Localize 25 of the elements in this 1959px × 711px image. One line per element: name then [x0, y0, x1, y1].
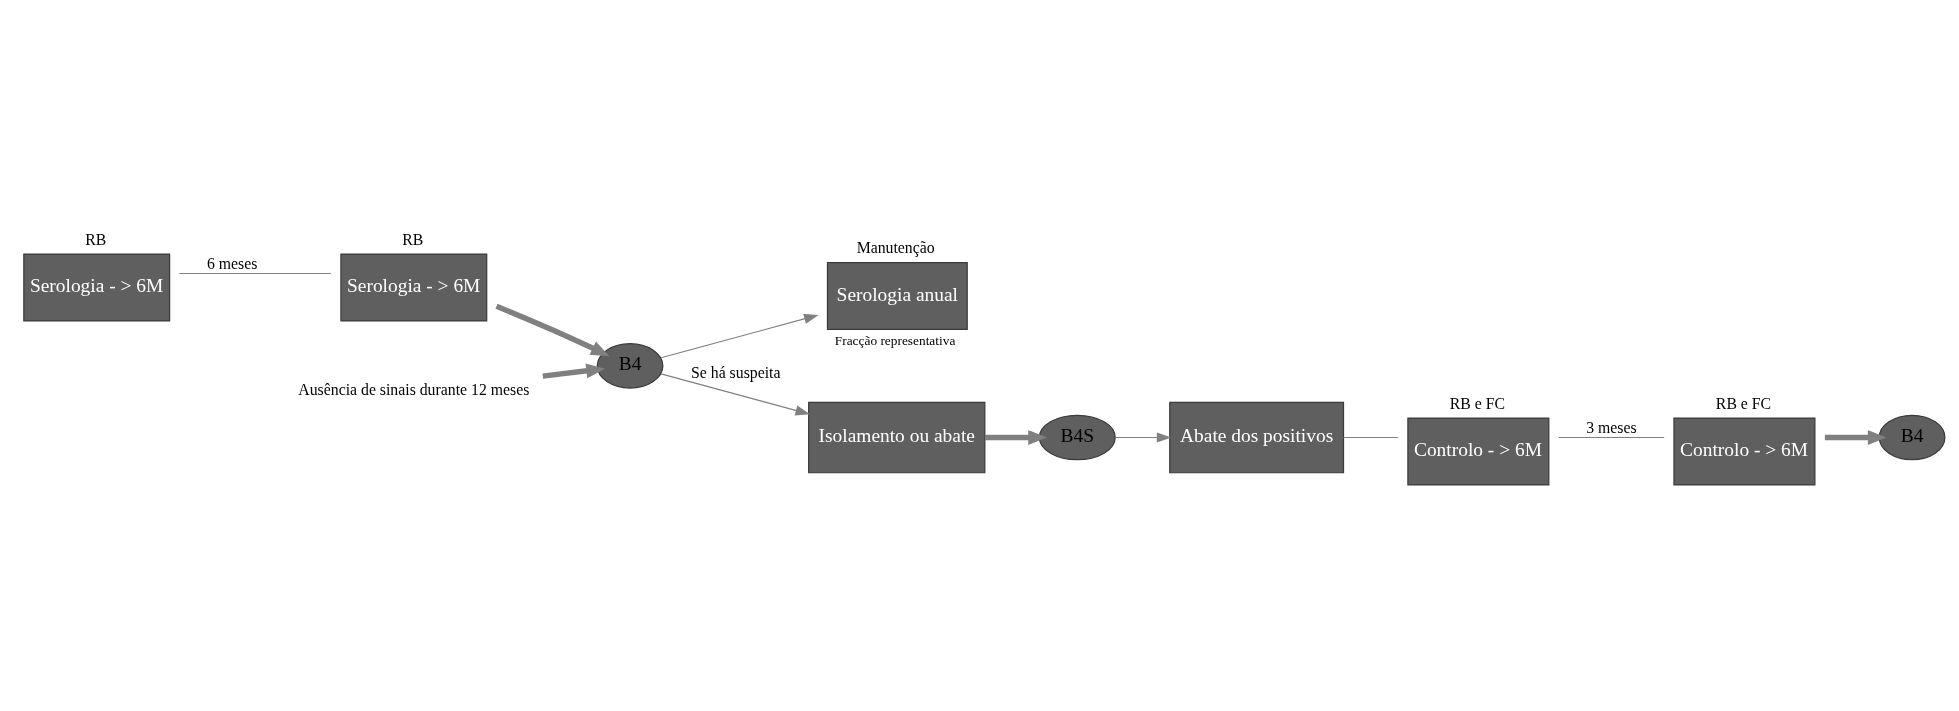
node-label: Manutenção — [856, 239, 935, 257]
node-label: RB e FC — [1715, 394, 1772, 412]
arrow — [495, 303, 610, 357]
node-label: Fracção representativa — [834, 332, 956, 348]
arrow — [542, 363, 605, 379]
arrow — [984, 430, 1047, 445]
connector — [1342, 436, 1399, 439]
node-box: Abate dos positivos — [1169, 401, 1345, 474]
edge-label: 3 meses — [1586, 419, 1637, 437]
connector — [1558, 436, 1665, 439]
node-ellipse: B4S — [1038, 414, 1116, 461]
node-label: RB e FC — [1449, 394, 1506, 412]
connector — [178, 272, 332, 275]
edge-label: Se há suspeita — [691, 364, 781, 382]
arrow — [1114, 432, 1172, 443]
arrow — [660, 373, 811, 416]
node-ellipse: B4 — [596, 343, 664, 389]
arrow — [1824, 430, 1887, 445]
node-label: RB — [402, 230, 424, 248]
edge-label: 6 meses — [206, 255, 258, 273]
node-box: Isolamento ou abate — [808, 401, 986, 474]
arrow — [660, 313, 819, 359]
node-label: RB — [85, 230, 107, 248]
node-text: Ausência de sinais durante 12 meses — [298, 381, 530, 399]
node-ellipse: B4 — [1878, 414, 1946, 461]
